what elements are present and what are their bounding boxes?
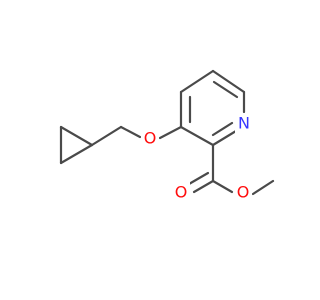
bond-cp-c [59,143,94,165]
bond-carbonyl-o-double-1 [192,179,215,194]
nitrogen-label: N [238,114,250,133]
ester-oxygen-label: O [237,183,250,202]
bond-cp-a [59,125,94,147]
bond-c5-c6 [211,69,246,94]
bond-carbonyl-o-single [211,179,234,194]
atom-label-carbonyl-oxygen: O [172,182,190,202]
bond-o-methyl [251,179,275,196]
bond-c6-c5-inner [212,80,239,99]
bond-ch2-cp [90,125,123,147]
cyclopropylmethoxy-group [59,125,183,165]
ether-oxygen-label: O [144,129,157,148]
carbonyl-oxygen-label: O [175,183,188,202]
atom-label-ester-oxygen: O [234,182,252,202]
atom-label-nitrogen: N [235,113,253,133]
atom-label-ether-oxygen: O [141,128,159,148]
molecule-diagram: N O O O [59,69,275,202]
bond-c3-o [158,125,183,140]
bond-o-ch2 [119,125,142,139]
bond-c4-c5 [179,69,215,94]
pyridine-ring [179,69,246,147]
bond-carbonyl-o-double-2 [187,171,210,186]
bond-n1-c2 [211,129,238,147]
structure-canvas: N O O O [59,69,275,202]
bond-n1-c2-inner [211,121,234,137]
bond-c2-c3 [179,125,215,147]
methyl-ester-group [187,143,275,196]
